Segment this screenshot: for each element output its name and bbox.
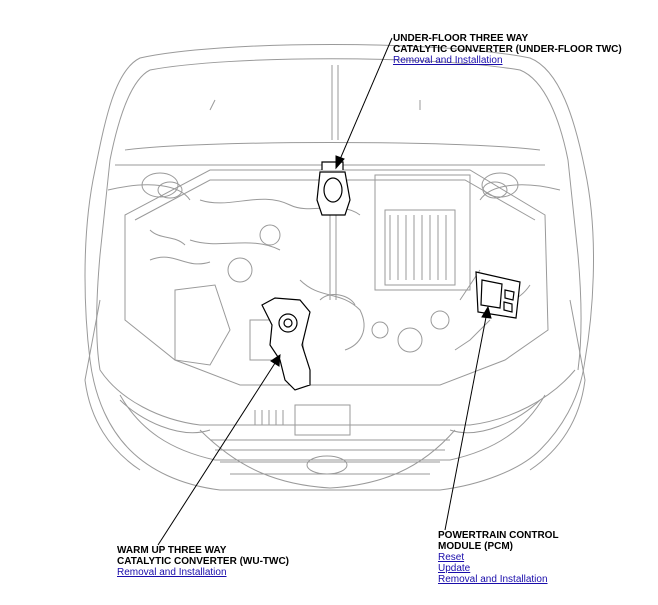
- callout-warmup-twc: WARM UP THREE WAY CATALYTIC CONVERTER (W…: [117, 545, 289, 578]
- callout-underfloor-twc-title-1: UNDER-FLOOR THREE WAY: [393, 33, 529, 44]
- leader-lines: [157, 37, 492, 546]
- leader-underfloor-twc: [337, 37, 393, 165]
- car-body-outline: [84, 44, 595, 491]
- arrowhead-underfloor-twc: [335, 155, 345, 170]
- callout-pcm-title-1: POWERTRAIN CONTROL: [438, 530, 559, 541]
- warmup-twc-removal-installation-link[interactable]: Removal and Installation: [117, 567, 227, 578]
- callout-underfloor-twc: UNDER-FLOOR THREE WAY CATALYTIC CONVERTE…: [393, 33, 622, 66]
- callout-warmup-twc-title-1: WARM UP THREE WAY: [117, 545, 227, 556]
- callout-warmup-twc-title-2: CATALYTIC CONVERTER (WU-TWC): [117, 556, 290, 567]
- callout-pcm: POWERTRAIN CONTROL MODULE (PCM) Reset Up…: [438, 530, 559, 585]
- underfloor-twc-removal-installation-link[interactable]: Removal and Installation: [393, 55, 503, 66]
- callout-pcm-title-2: MODULE (PCM): [438, 541, 513, 552]
- arrowhead-pcm: [481, 305, 492, 319]
- leader-warmup-twc: [157, 359, 278, 546]
- pcm-shape: [475, 271, 521, 319]
- pcm-reset-link[interactable]: Reset: [438, 552, 465, 563]
- callout-underfloor-twc-title-2: CATALYTIC CONVERTER (UNDER-FLOOR TWC): [393, 44, 622, 55]
- warmup-twc-shape: [261, 297, 311, 391]
- engine-bay-components: [124, 169, 549, 386]
- pcm-removal-installation-link[interactable]: Removal and Installation: [438, 574, 548, 585]
- arrowhead-warmup-twc: [270, 354, 281, 367]
- pcm-update-link[interactable]: Update: [438, 563, 471, 574]
- leader-pcm: [444, 311, 488, 531]
